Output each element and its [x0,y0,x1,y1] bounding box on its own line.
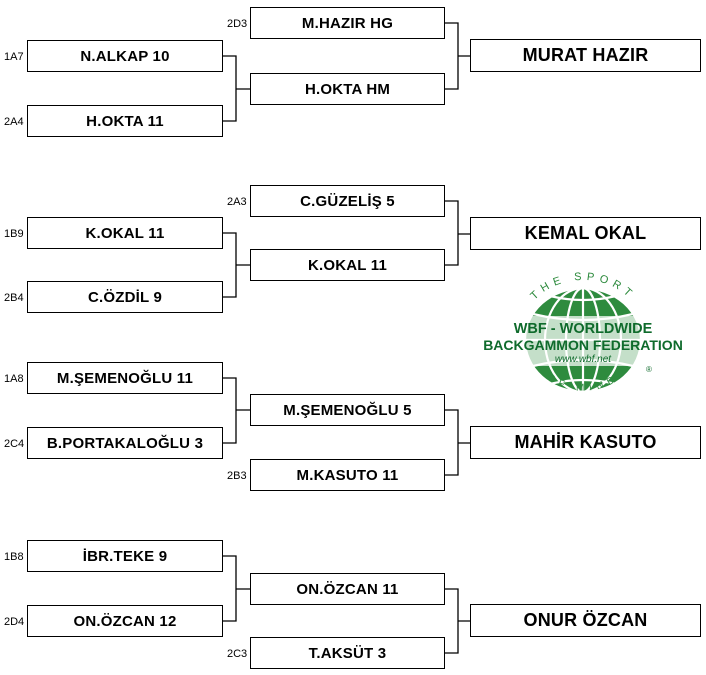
final-box-3: MAHİR KASUTO [470,426,701,459]
round2-box-7: ON.ÖZCAN 11 [250,573,445,605]
round2-box-4: K.OKAL 11 [250,249,445,281]
round2-seed-8: 2C3 [227,648,248,660]
round1-seed-1: 1A7 [4,51,24,63]
final-box-1: MURAT HAZIR [470,39,701,72]
round1-box-4: C.ÖZDİL 9 [27,281,223,313]
round1-box-2: H.OKTA 11 [27,105,223,137]
round1-seed-8: 2D4 [4,616,25,628]
round2-seed-3: 2A3 [227,196,247,208]
round1-seed-4: 2B4 [4,292,24,304]
round1-box-3: K.OKAL 11 [27,217,223,249]
round1-box-1: N.ALKAP 10 [27,40,223,72]
round2-box-1: M.HAZIR HG [250,7,445,39]
wbf-logo: THE SPORT WBF - WORLDWIDE BACKGAMMON FED… [483,272,683,394]
round2-seed-6: 2B3 [227,470,247,482]
round1-box-8: ON.ÖZCAN 12 [27,605,223,637]
round2-box-8: T.AKSÜT 3 [250,637,445,669]
logo-registered: ® [646,365,652,374]
round1-seed-3: 1B9 [4,228,24,240]
final-box-4: ONUR ÖZCAN [470,604,701,637]
round2-box-3: C.GÜZELİŞ 5 [250,185,445,217]
round2-box-6: M.KASUTO 11 [250,459,445,491]
logo-line2: BACKGAMMON FEDERATION [483,337,683,353]
round1-seed-6: 2C4 [4,438,25,450]
round1-seed-2: 2A4 [4,116,24,128]
round1-box-5: M.ŞEMENOĞLU 11 [27,362,223,394]
final-box-2: KEMAL OKAL [470,217,701,250]
logo-line1: WBF - WORLDWIDE [514,321,653,337]
round1-box-7: İBR.TEKE 9 [27,540,223,572]
round2-box-5: M.ŞEMENOĞLU 5 [250,394,445,426]
round1-seed-7: 1B8 [4,551,24,563]
round2-seed-1: 2D3 [227,18,248,30]
logo-url: www.wbf.net [555,354,612,365]
round2-box-2: H.OKTA HM [250,73,445,105]
round1-box-6: B.PORTAKALOĞLU 3 [27,427,223,459]
round1-seed-5: 1A8 [4,373,24,385]
